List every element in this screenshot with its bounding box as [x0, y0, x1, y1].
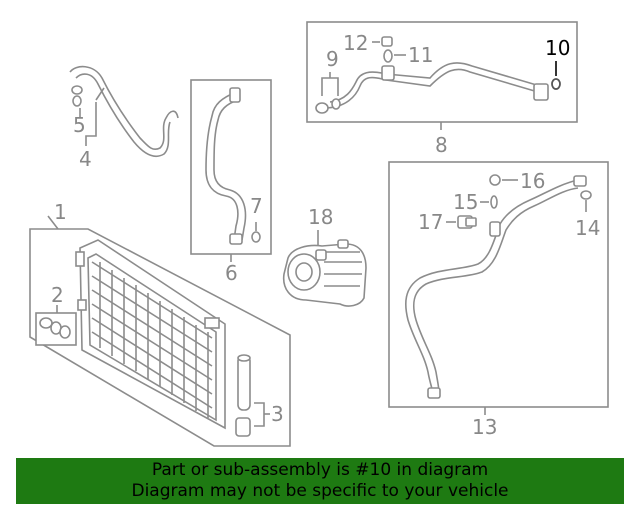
callout-4[interactable]: 4: [79, 147, 92, 171]
banner-line-1: Part or sub-assembly is #10 in diagram: [151, 460, 489, 480]
part-2-bolt-set[interactable]: [39, 317, 71, 339]
part-13-hose[interactable]: [405, 179, 579, 397]
part-18-compressor[interactable]: [282, 239, 367, 307]
part-9-cap[interactable]: [315, 102, 329, 114]
part-13-fitting-2: [427, 387, 441, 399]
callout-9[interactable]: 9: [326, 47, 339, 71]
part-6-hose[interactable]: [205, 91, 239, 241]
callout-7[interactable]: 7: [250, 194, 263, 218]
part-13-switch-port: [489, 221, 501, 237]
leader-4-arrow: [95, 87, 105, 101]
callout-16[interactable]: 16: [520, 169, 545, 193]
callout-1[interactable]: 1: [54, 200, 67, 224]
part-3-receiver-drier[interactable]: [235, 354, 251, 437]
part-13-fitting: [573, 175, 587, 187]
callout-11[interactable]: 11: [408, 43, 433, 67]
callout-8[interactable]: 8: [435, 133, 448, 157]
part-5-o-ring-2[interactable]: [72, 95, 82, 107]
parts-diagram: 1 2 3: [29, 21, 609, 447]
part-7-o-ring[interactable]: [251, 231, 261, 243]
part-6-hose-edge: [213, 99, 247, 241]
part-16-cap[interactable]: [489, 174, 501, 186]
part-6-fitting-2: [229, 233, 243, 245]
callout-12[interactable]: 12: [343, 31, 368, 55]
part-5-o-ring[interactable]: [71, 85, 83, 95]
leader-1: [47, 215, 59, 230]
part-17-pressure-switch[interactable]: [457, 215, 477, 229]
part-14-o-ring[interactable]: [580, 190, 592, 200]
callout-3[interactable]: 3: [271, 402, 284, 426]
part-15-valve-core[interactable]: [490, 195, 498, 209]
part-13-hose-edge: [412, 187, 579, 397]
leader-4: [85, 102, 97, 146]
banner-line-2: Diagram may not be specific to your vehi…: [131, 481, 509, 501]
part-8-fitting: [533, 83, 549, 101]
callout-18[interactable]: 18: [308, 205, 333, 229]
part-9-o-ring[interactable]: [331, 98, 341, 110]
part-11-valve-core[interactable]: [383, 49, 393, 63]
part-6-box: [190, 79, 272, 255]
info-banner: Part or sub-assembly is #10 in diagram D…: [16, 458, 624, 504]
callout-5[interactable]: 5: [73, 113, 86, 137]
part-8-pipe[interactable]: [323, 68, 539, 109]
callout-14[interactable]: 14: [575, 216, 600, 240]
part-12-cap[interactable]: [381, 36, 393, 47]
part-8-box: [306, 21, 578, 123]
part-6-fitting: [229, 87, 241, 103]
condenser[interactable]: [75, 239, 226, 430]
callout-2[interactable]: 2: [51, 283, 64, 307]
part-4-hose-edge: [75, 73, 171, 158]
part-8-service-port: [381, 65, 395, 81]
part-13-box: [388, 161, 609, 408]
callout-17[interactable]: 17: [418, 210, 443, 234]
callout-13[interactable]: 13: [472, 415, 497, 439]
part-8-pipe-edge: [329, 62, 541, 103]
callout-6[interactable]: 6: [225, 261, 238, 285]
callout-15[interactable]: 15: [453, 190, 478, 214]
part-10-o-ring[interactable]: [551, 78, 561, 90]
callout-10[interactable]: 10: [545, 36, 570, 60]
part-4-hose[interactable]: [69, 65, 179, 151]
